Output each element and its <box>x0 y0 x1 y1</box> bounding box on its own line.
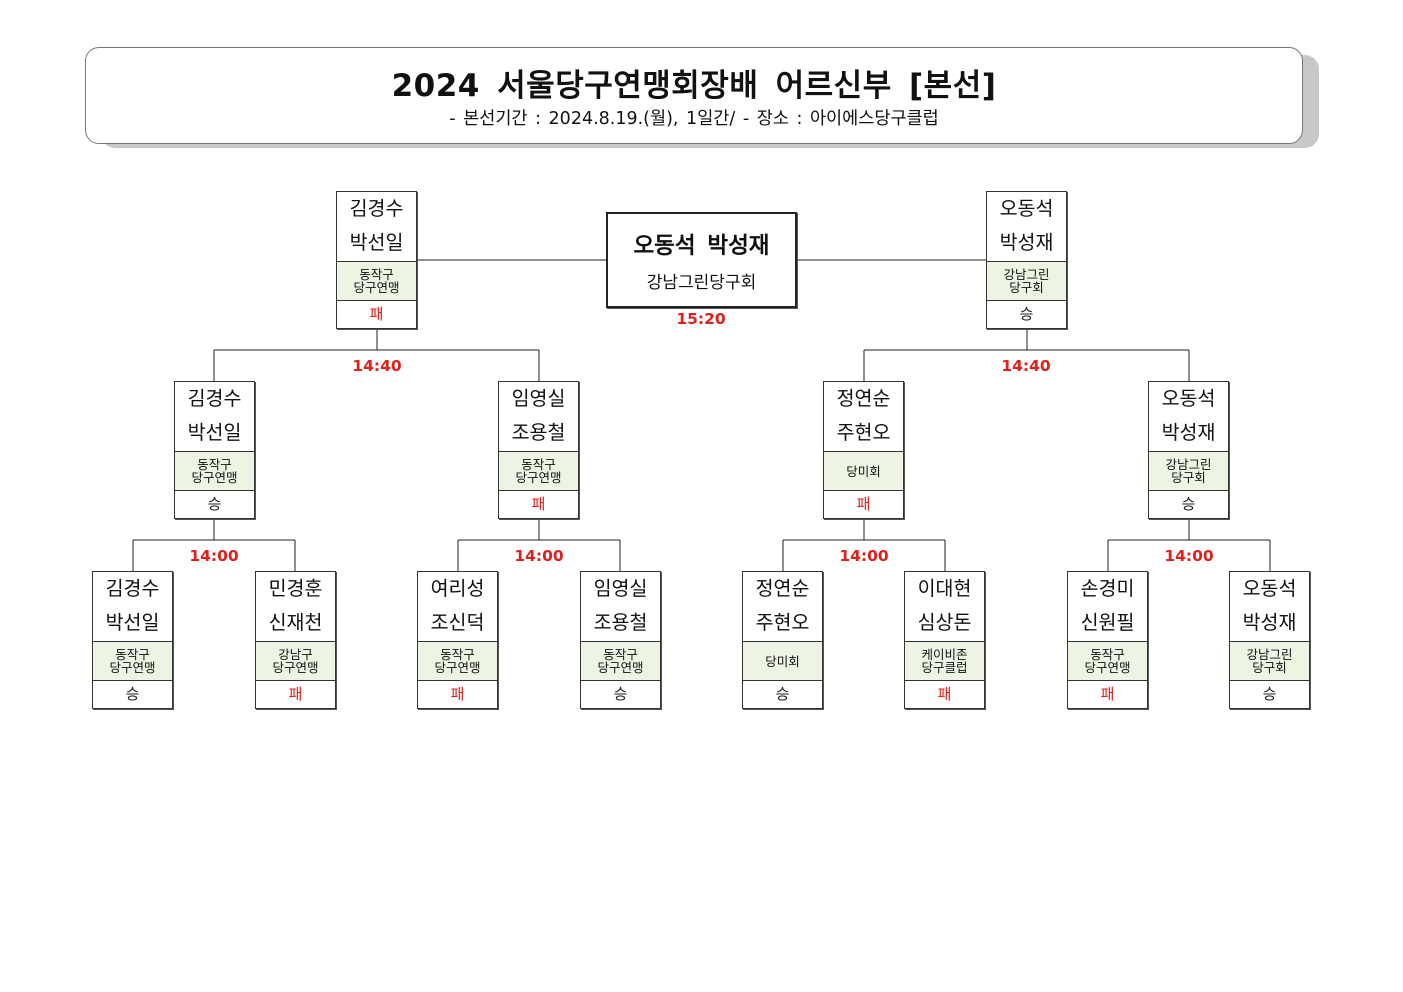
player-name: 손경미 <box>1080 577 1135 600</box>
match-time: 14:00 <box>514 547 564 565</box>
player-name: 조용철 <box>511 421 566 444</box>
player-name: 박성재 <box>1161 421 1216 444</box>
player-name: 정연순 <box>755 577 810 600</box>
match-time: 14:40 <box>352 357 402 375</box>
match-result: 패 <box>450 685 465 703</box>
club-name: 동작구 당구연맹 <box>93 641 172 681</box>
player-name: 임영실 <box>593 577 648 600</box>
match-time: 14:00 <box>1164 547 1214 565</box>
match-result: 패 <box>288 685 303 703</box>
player-name: 박선일 <box>105 611 160 634</box>
round2-team-box: 임영실 조용철 동작구 당구연맹 패 <box>498 381 579 519</box>
match-result: 패 <box>531 495 546 513</box>
match-time: 14:40 <box>1001 357 1051 375</box>
match-result: 패 <box>369 305 384 323</box>
player-name: 신재천 <box>268 611 323 634</box>
club-name: 당미회 <box>743 641 822 681</box>
match-result: 승 <box>775 685 790 703</box>
semifinal-team-box: 오동석 박성재 강남그린 당구회 승 <box>986 191 1067 329</box>
match-time: 14:00 <box>839 547 889 565</box>
semifinal-team-box: 김경수 박선일 동작구 당구연맹 패 <box>336 191 417 329</box>
club-name: 동작구 당구연맹 <box>418 641 497 681</box>
round1-team-box: 정연순 주현오 당미회 승 <box>742 571 823 709</box>
round1-team-box: 민경훈 신재천 강남구 당구연맹 패 <box>255 571 336 709</box>
club-name: 강남그린 당구회 <box>1230 641 1309 681</box>
club-name: 강남그린 당구회 <box>1149 451 1228 491</box>
champion-names: 오동석 박성재 <box>633 233 770 259</box>
player-name: 박성재 <box>1242 611 1297 634</box>
player-name: 심상돈 <box>917 611 972 634</box>
player-name: 조용철 <box>593 611 648 634</box>
match-time: 15:20 <box>676 310 726 328</box>
match-result: 승 <box>207 495 222 513</box>
player-name: 오동석 <box>999 197 1054 220</box>
round2-team-box: 김경수 박선일 동작구 당구연맹 승 <box>174 381 255 519</box>
club-name: 당미회 <box>824 451 903 491</box>
player-name: 이대현 <box>917 577 972 600</box>
player-name: 오동석 <box>1242 577 1297 600</box>
player-name: 임영실 <box>511 387 566 410</box>
match-result: 패 <box>1100 685 1115 703</box>
player-name: 조신덕 <box>430 611 485 634</box>
player-name: 정연순 <box>836 387 891 410</box>
match-time: 14:00 <box>189 547 239 565</box>
player-name: 민경훈 <box>268 577 323 600</box>
player-name: 김경수 <box>187 387 242 410</box>
player-name: 오동석 <box>1161 387 1216 410</box>
page-title: 2024 서울당구연맹회장배 어르신부 [본선] <box>391 68 997 104</box>
round1-team-box: 오동석 박성재 강남그린 당구회 승 <box>1229 571 1310 709</box>
match-result: 승 <box>1262 685 1277 703</box>
club-name: 강남구 당구연맹 <box>256 641 335 681</box>
player-name: 신원필 <box>1080 611 1135 634</box>
match-result: 승 <box>125 685 140 703</box>
round2-team-box: 정연순 주현오 당미회 패 <box>823 381 904 519</box>
match-result: 승 <box>1181 495 1196 513</box>
header-banner: 2024 서울당구연맹회장배 어르신부 [본선] - 본선기간 : 2024.8… <box>85 47 1303 144</box>
round1-team-box: 김경수 박선일 동작구 당구연맹 승 <box>92 571 173 709</box>
round1-team-box: 여리성 조신덕 동작구 당구연맹 패 <box>417 571 498 709</box>
club-name: 케이비존 당구클럽 <box>905 641 984 681</box>
match-result: 승 <box>613 685 628 703</box>
club-name: 동작구 당구연맹 <box>1068 641 1147 681</box>
round1-team-box: 이대현 심상돈 케이비존 당구클럽 패 <box>904 571 985 709</box>
player-name: 주현오 <box>836 421 891 444</box>
player-name: 김경수 <box>349 197 404 220</box>
champion-box: 오동석 박성재 강남그린당구회 <box>606 212 797 308</box>
round2-team-box: 오동석 박성재 강남그린 당구회 승 <box>1148 381 1229 519</box>
champion-club: 강남그린당구회 <box>646 273 757 293</box>
player-name: 박선일 <box>187 421 242 444</box>
player-name: 주현오 <box>755 611 810 634</box>
round1-team-box: 임영실 조용철 동작구 당구연맹 승 <box>580 571 661 709</box>
club-name: 동작구 당구연맹 <box>175 451 254 491</box>
player-name: 박선일 <box>349 231 404 254</box>
player-name: 박성재 <box>999 231 1054 254</box>
match-result: 승 <box>1019 305 1034 323</box>
club-name: 강남그린 당구회 <box>987 261 1066 301</box>
round1-team-box: 손경미 신원필 동작구 당구연맹 패 <box>1067 571 1148 709</box>
club-name: 동작구 당구연맹 <box>337 261 416 301</box>
player-name: 김경수 <box>105 577 160 600</box>
player-name: 여리성 <box>430 577 485 600</box>
club-name: 동작구 당구연맹 <box>499 451 578 491</box>
match-result: 패 <box>937 685 952 703</box>
club-name: 동작구 당구연맹 <box>581 641 660 681</box>
match-result: 패 <box>856 495 871 513</box>
page-subtitle: - 본선기간 : 2024.8.19.(월), 1일간/ - 장소 : 아이에스… <box>449 109 939 129</box>
